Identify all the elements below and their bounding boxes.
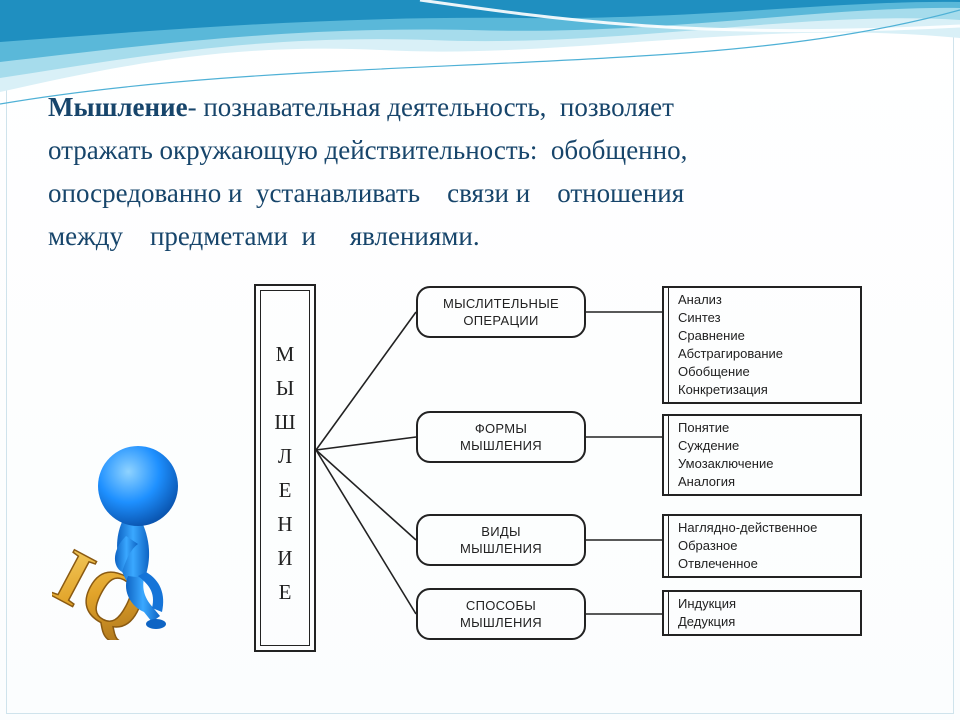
category-label-line: МЫШЛЕНИЯ — [460, 615, 542, 630]
list-item: Обобщение — [678, 364, 750, 379]
connector-forms — [315, 436, 417, 451]
connector-methods — [315, 449, 417, 615]
definition-text: Мышление- познавательная деятельность, п… — [48, 86, 908, 258]
category-label-line: МЫШЛЕНИЯ — [460, 541, 542, 556]
list-item: Синтез — [678, 310, 721, 325]
wave-highlight — [419, 0, 960, 33]
figure-arm — [114, 536, 138, 572]
category-label-line: ФОРМЫ — [474, 421, 528, 436]
list-item: Конкретизация — [678, 382, 768, 397]
root-letter: И — [277, 546, 293, 570]
root-letter: М — [275, 342, 295, 366]
root-letter: Л — [277, 444, 293, 468]
list-item: Умозаключение — [678, 456, 774, 471]
operations-list: Анализ Синтез Сравнение Абстрагирование … — [662, 286, 862, 404]
list-item: Индукция — [678, 596, 737, 611]
definition-line-2: отражать окружающую действительность: об… — [48, 135, 688, 165]
list-item: Понятие — [678, 420, 730, 435]
list-item: Образное — [678, 538, 738, 553]
types-list: Наглядно-действенное Образное Отвлеченно… — [662, 514, 862, 578]
list-item: Абстрагирование — [678, 346, 784, 361]
category-label-line: ОПЕРАЦИИ — [463, 313, 539, 328]
root-letter: Е — [278, 580, 292, 604]
category-label-line: МЫШЛЕНИЯ — [460, 438, 542, 453]
list-item: Отвлеченное — [678, 556, 758, 571]
definition-term: Мышление — [48, 92, 188, 122]
root-letter: Ш — [274, 410, 296, 434]
root-letter: Е — [278, 478, 292, 502]
wave-line — [0, 9, 960, 105]
figure-foot — [146, 619, 166, 629]
methods-list: Индукция Дедукция — [662, 590, 862, 636]
root-letter: Ы — [275, 376, 295, 400]
forms-list: Понятие Суждение Умозаключение Аналогия — [662, 414, 862, 496]
category-thinking-forms: ФОРМЫ МЫШЛЕНИЯ — [416, 411, 586, 463]
category-thinking-types: ВИДЫ МЫШЛЕНИЯ — [416, 514, 586, 566]
connector-operations — [315, 311, 417, 451]
figure-leg — [125, 576, 160, 622]
thinking-vertical-box: М Ы Ш Л Е Н И Е — [254, 284, 316, 652]
definition-text-1: - познавательная деятельность, позволяет — [187, 92, 674, 122]
list-item: Аналогия — [678, 474, 736, 489]
figure-body — [117, 522, 150, 580]
category-thinking-methods: СПОСОБЫ МЫШЛЕНИЯ — [416, 588, 586, 640]
category-thinking-operations: МЫСЛИТЕЛЬНЫЕ ОПЕРАЦИИ — [416, 286, 586, 338]
list-item: Анализ — [678, 292, 722, 307]
wave-top — [0, 0, 960, 42]
category-label-line: ВИДЫ — [481, 524, 521, 539]
definition-line-3: опосредованно и устанавливать связи и от… — [48, 178, 685, 208]
category-label-line: СПОСОБЫ — [465, 598, 537, 613]
blue-thinker-figure-icon: IQ — [52, 446, 178, 640]
header-waves — [0, 0, 960, 105]
figure-leg — [138, 572, 164, 612]
category-label-line: МЫСЛИТЕЛЬНЫЕ — [442, 296, 559, 311]
list-item: Наглядно-действенное — [678, 520, 818, 535]
definition-line-4: между предметами и явлениями. — [48, 221, 480, 251]
list-item: Сравнение — [678, 328, 745, 343]
list-item: Дедукция — [678, 614, 736, 629]
definition-line-1: Мышление- познавательная деятельность, п… — [48, 86, 908, 129]
figure-head — [98, 446, 178, 526]
root-letter: Н — [277, 512, 293, 536]
connector-types — [315, 449, 417, 541]
list-item: Суждение — [678, 438, 740, 453]
